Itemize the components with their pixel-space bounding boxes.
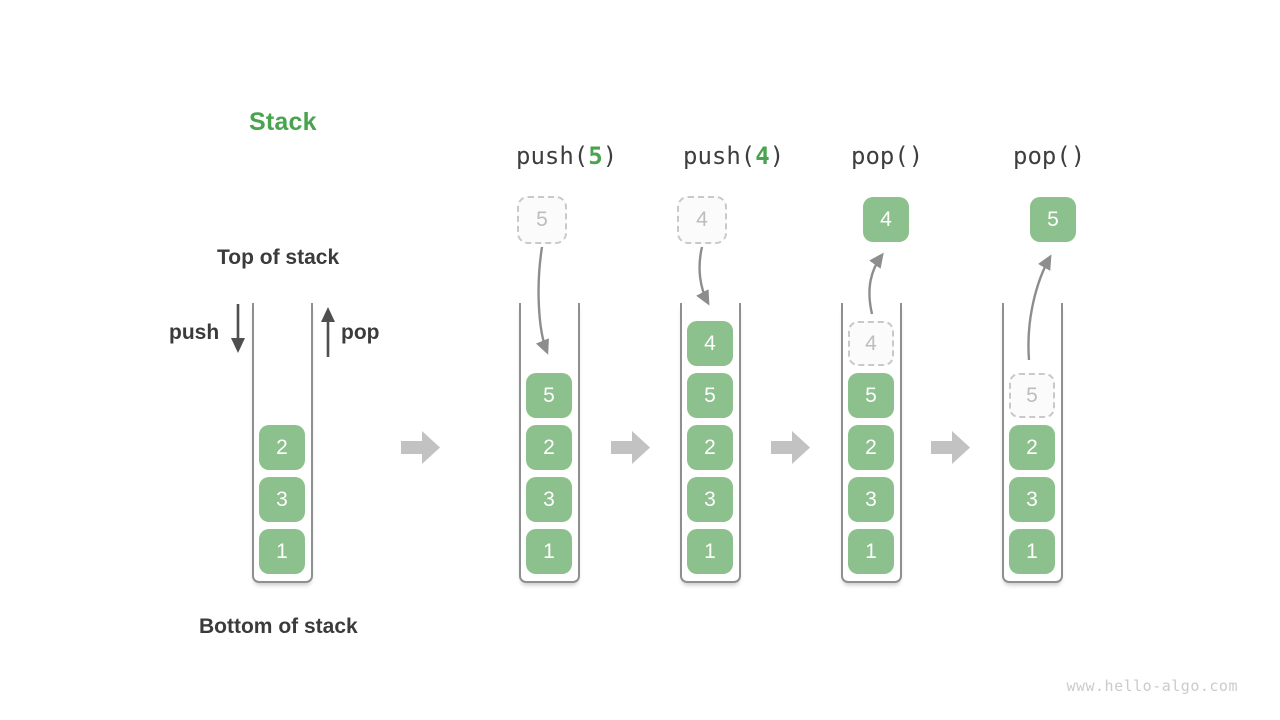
stack-cell: 3 [1009,477,1055,522]
transition-arrow-icon [611,431,650,464]
incoming-value: 4 [696,208,708,231]
bottom-of-stack-label: Bottom of stack [199,615,358,638]
transition-arrow-icon [771,431,810,464]
op-label-push5: push(5) [516,143,617,169]
stack-cell: 2 [1009,425,1055,470]
op-text: ) [602,142,618,170]
incoming-value: 5 [536,208,548,231]
stack-cell: 5 [848,373,894,418]
op-text: pop() [851,142,924,170]
op-arg: 4 [755,142,770,170]
stack-cell: 1 [526,529,572,574]
stack-cell-ghost: 5 [1009,373,1055,418]
transition-arrow-icon [931,431,970,464]
popped-value-box: 4 [863,197,909,242]
stack-cell: 5 [526,373,572,418]
popped-value: 4 [880,207,892,231]
op-label-push4: push(4) [683,143,784,169]
watermark: www.hello-algo.com [1066,677,1238,695]
pop-label: pop [341,321,380,344]
stack-cell: 1 [1009,529,1055,574]
op-text: ) [769,142,785,170]
stack-cell-ghost: 4 [848,321,894,366]
op-label-pop-2: pop() [1013,143,1085,169]
stack-cell: 3 [526,477,572,522]
diagram-title: Stack [249,108,317,136]
op-label-pop-1: pop() [851,143,923,169]
popped-value-box: 5 [1030,197,1076,242]
top-of-stack-label: Top of stack [217,246,340,269]
popped-value: 5 [1047,207,1059,231]
incoming-value-box: 4 [677,196,727,244]
transition-arrow-icon [401,431,440,464]
op-arg: 5 [588,142,603,170]
stack-cell: 1 [687,529,733,574]
stack-container-initial: 2 3 1 [252,303,313,583]
op-text: push( [516,142,589,170]
stack-cell: 3 [687,477,733,522]
stack-cell: 3 [848,477,894,522]
push-label: push [169,321,220,344]
op-text: push( [683,142,756,170]
stack-cell: 4 [687,321,733,366]
op-text: pop() [1013,142,1086,170]
stack-cell: 2 [848,425,894,470]
stack-cell: 5 [687,373,733,418]
stack-container-after-push4: 4 5 2 3 1 [680,303,741,583]
stack-container-after-push5: 5 2 3 1 [519,303,580,583]
stack-cell: 1 [259,529,305,574]
stack-cell: 2 [526,425,572,470]
stack-container-after-pop4: 4 5 2 3 1 [841,303,902,583]
stack-cell: 2 [259,425,305,470]
incoming-value-box: 5 [517,196,567,244]
stack-cell: 3 [259,477,305,522]
stack-cell: 1 [848,529,894,574]
push4-flow-arrow-icon [696,246,710,306]
stack-cell: 2 [687,425,733,470]
stack-container-after-pop5: 5 2 3 1 [1002,303,1063,583]
